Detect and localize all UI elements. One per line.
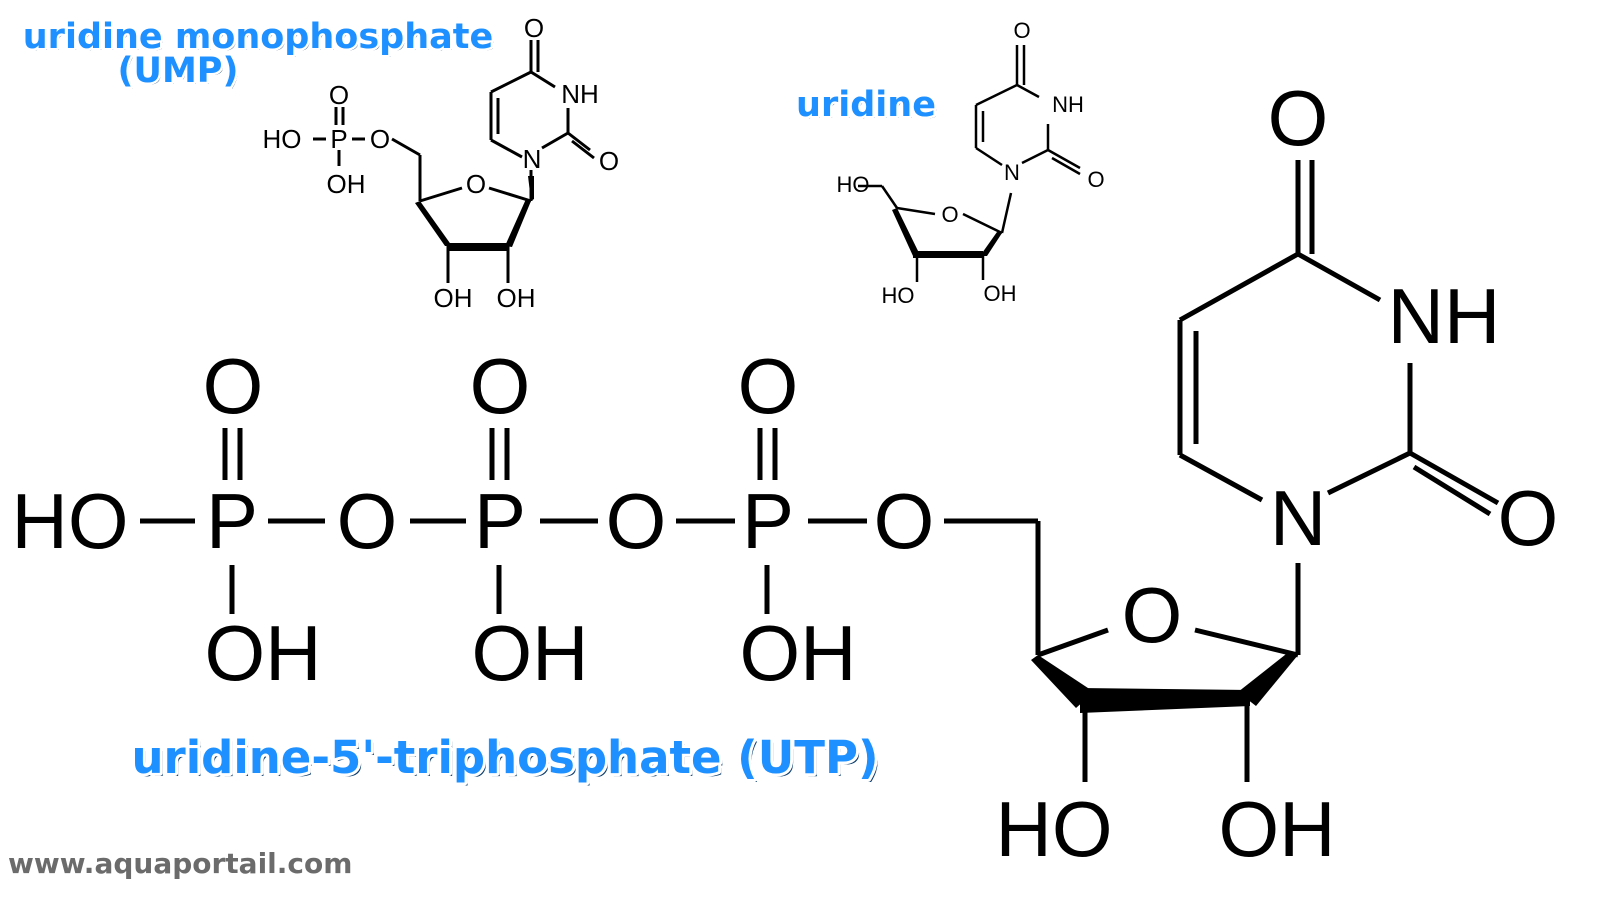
caption-utp-shadow: uridine-5'-triphosphate (UTP) [134, 734, 881, 787]
utp-atom-o-top1: O [203, 342, 264, 430]
utp-atom-oh2: OH [472, 609, 589, 697]
uridine-atom-ho-3: HO [882, 283, 915, 308]
ump-atom-o-ring: O [466, 169, 486, 199]
ump-atom-o-link: O [370, 124, 390, 154]
ump-atom-oh-3: OH [434, 283, 473, 313]
captions: uridine monophosphate uridine monophosph… [20, 15, 938, 788]
caption-ump: uridine monophosphate [23, 17, 493, 57]
ump-atom-oh-2: OH [497, 283, 536, 313]
caption-uridine-shadow: uridine [798, 87, 938, 127]
watermark: www.aquaportail.com [8, 847, 352, 880]
ump-atom-n: N [523, 144, 542, 174]
utp-atom-oh1: OH [205, 609, 322, 697]
utp-atom-p3: P [742, 477, 794, 565]
utp-atom-oh-2: OH [1219, 785, 1336, 873]
utp-atom-p1: P [206, 477, 258, 565]
utp-atom-o-top3: O [738, 342, 799, 430]
utp-atom-ho-3: HO [996, 785, 1113, 873]
uridine-structure: O NH N O HO O HO OH [837, 18, 1105, 308]
utp-atom-ho: HO [12, 477, 129, 565]
caption-ump-abbr-shadow: (UMP) [120, 53, 241, 93]
uridine-atom-o-keto: O [1013, 18, 1030, 43]
uridine-atom-o-carbonyl: O [1087, 167, 1104, 192]
utp-atom-p2: P [474, 477, 526, 565]
utp-atom-o-ring: O [1122, 571, 1183, 659]
caption-utp: uridine-5'-triphosphate (UTP) [131, 731, 878, 784]
caption-uridine: uridine [796, 85, 936, 125]
ump-atom-nh: NH [561, 79, 599, 109]
caption-ump-abbr: (UMP) [118, 51, 239, 91]
uridine-atom-nh: NH [1052, 92, 1084, 117]
utp-atom-o-keto: O [1268, 74, 1329, 162]
uridine-atom-o-ring: O [941, 202, 958, 227]
ump-atom-o-keto: O [524, 13, 544, 43]
utp-atom-o-link1: O [337, 477, 398, 565]
caption-ump-shadow: uridine monophosphate [25, 19, 495, 59]
utp-atom-o-carbonyl: O [1498, 474, 1559, 562]
ump-atom-ho: HO [263, 124, 302, 154]
uridine-atom-ho-5: HO [837, 172, 870, 197]
ump-atom-p: P [330, 124, 347, 154]
uridine-atom-n: N [1004, 160, 1020, 185]
utp-atom-oh3: OH [740, 609, 857, 697]
ump-structure: O HO P O OH O OH OH O NH N O [263, 13, 620, 313]
utp-structure: HO P O P O P O O O O OH OH OH O NH N O O… [12, 74, 1559, 873]
utp-atom-n: N [1270, 474, 1326, 562]
utp-atom-nh: NH [1388, 272, 1501, 360]
uridine-atom-oh-2: OH [984, 281, 1017, 306]
utp-atom-o-link2: O [606, 477, 667, 565]
utp-atom-o-link3: O [874, 477, 935, 565]
ump-atom-o: O [329, 80, 349, 110]
utp-atom-o-top2: O [470, 342, 531, 430]
ump-atom-oh-phosphate: OH [327, 169, 366, 199]
ump-atom-o-carbonyl: O [599, 146, 619, 176]
